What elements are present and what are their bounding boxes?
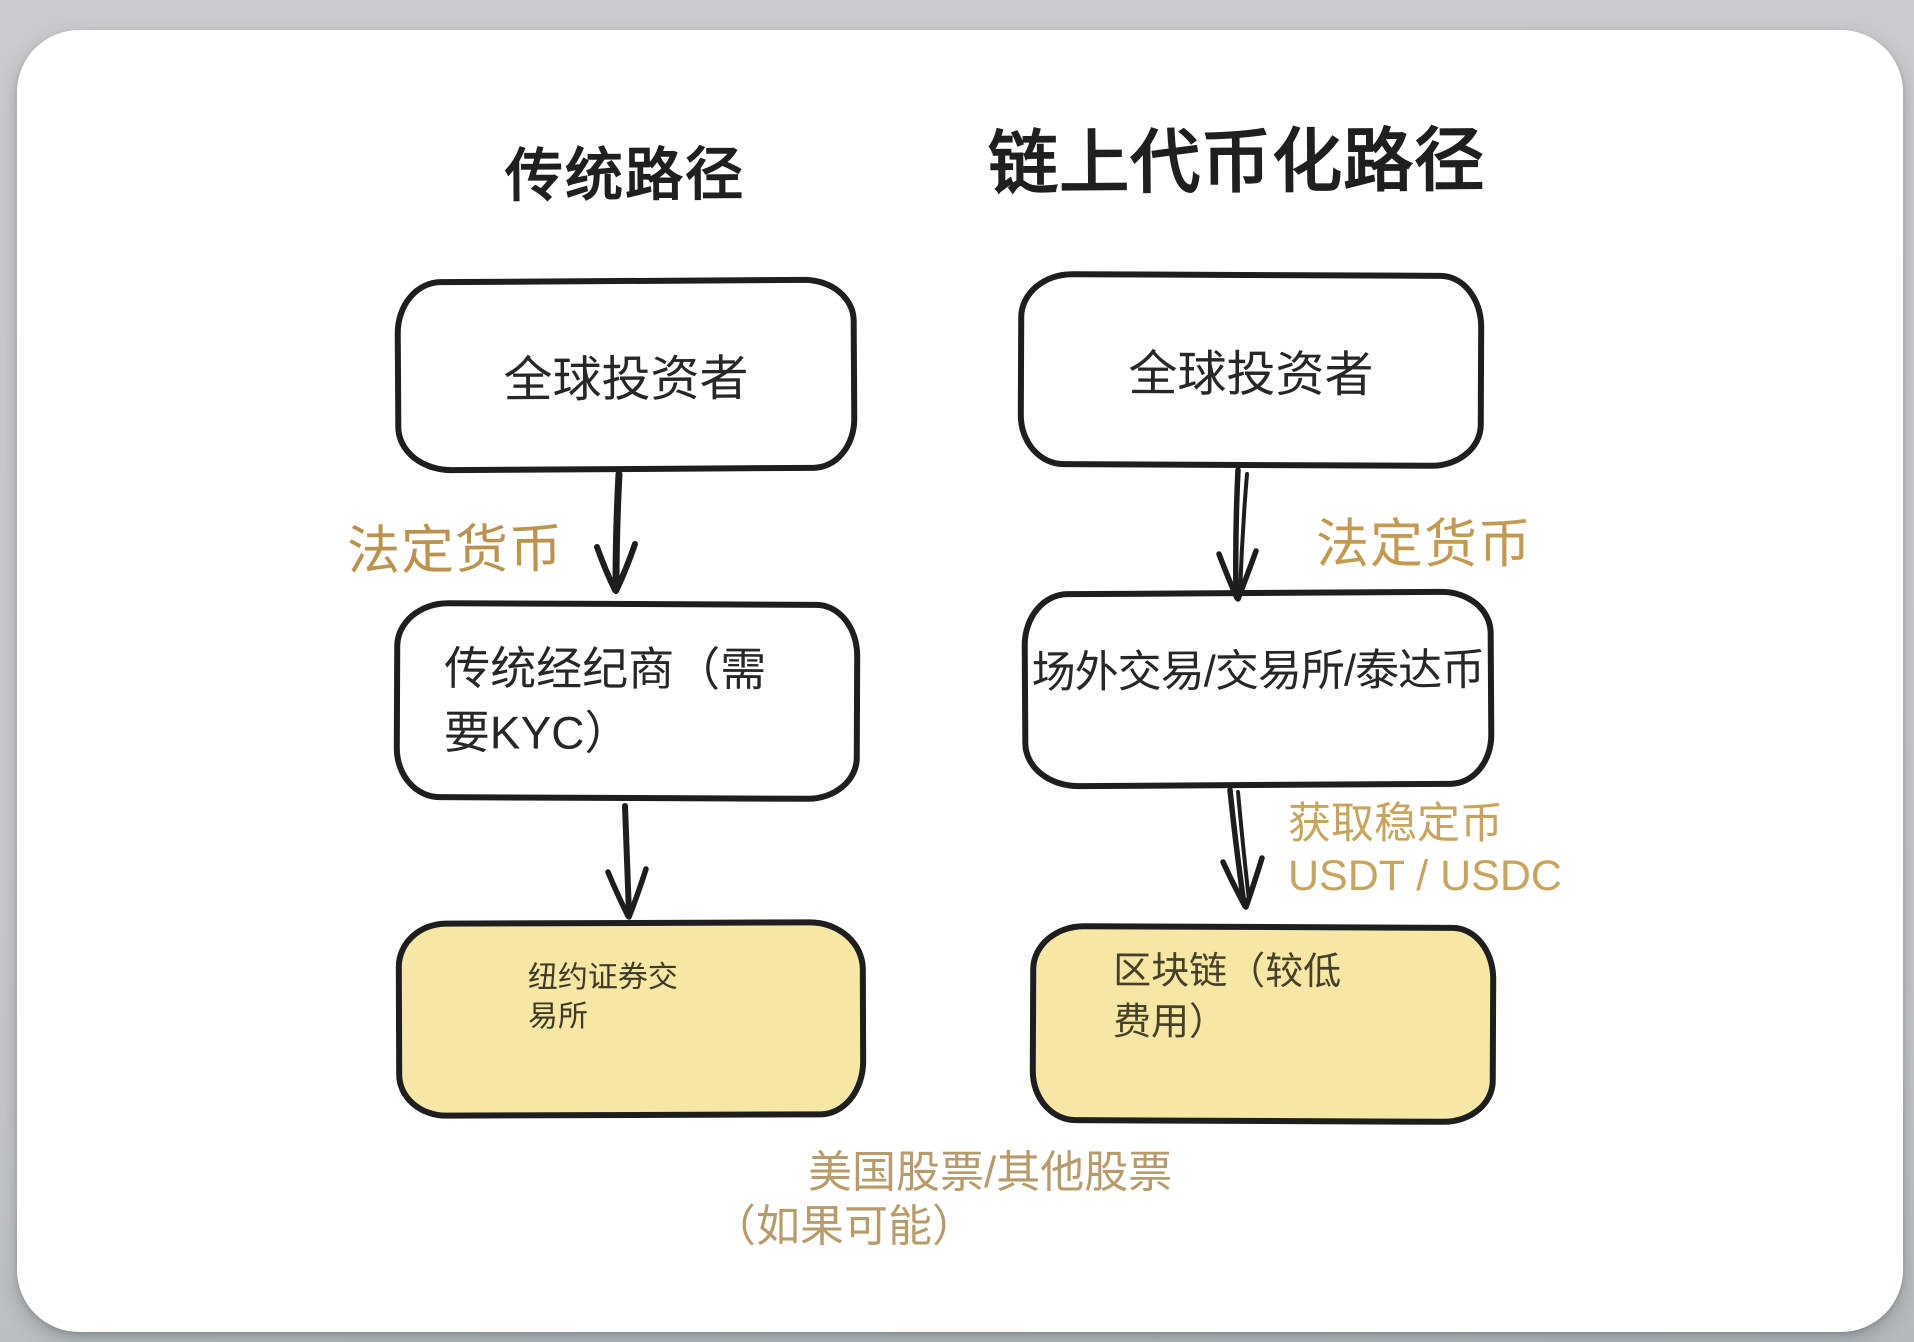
edge-label-stablecoin-line1: 获取稳定币 — [1288, 800, 1503, 848]
edge-label-fiat-traditional: 法定货币 — [346, 519, 564, 582]
node-label-line2: 要KYC） — [443, 706, 631, 760]
node-label: 全球投资者 — [1128, 346, 1374, 403]
node-label: 场外交易/交易所/泰达币 — [1031, 645, 1485, 698]
node-label-line2: 费用） — [1112, 1001, 1228, 1044]
node-blockchain: 区块链（较低 费用） — [1029, 922, 1497, 1126]
node-global-investors-onchain: 全球投资者 — [1017, 270, 1485, 470]
node-otc-exchange-tether: 场外交易/交易所/泰达币 — [1021, 588, 1495, 790]
footnote-us-stocks: 美国股票/其他股票 （如果可能） — [712, 1146, 1172, 1253]
column-title-onchain: 链上代币化路径 — [987, 121, 1486, 203]
node-nyse: 纽约证券交 易所 — [395, 919, 867, 1119]
node-label: 全球投资者 — [503, 351, 749, 408]
node-label-line1: 纽约证券交 — [527, 960, 678, 995]
column-title-traditional: 传统路径 — [504, 142, 746, 209]
edge-label-stablecoin: 获取稳定币 USDT / USDC — [1288, 798, 1562, 903]
node-label-line2: 易所 — [527, 1000, 589, 1034]
footnote-line2: （如果可能） — [712, 1201, 976, 1251]
edge-label-stablecoin-line2: USDT / USDC — [1288, 852, 1562, 901]
diagram-card — [17, 30, 1903, 1332]
node-label-line1: 区块链（较低 — [1113, 950, 1342, 994]
node-traditional-broker: 传统经纪商（需 要KYC） — [393, 599, 861, 803]
edge-label-fiat-onchain: 法定货币 — [1316, 515, 1532, 574]
node-label-line1: 传统经纪商（需 — [444, 641, 767, 696]
footnote-line1: 美国股票/其他股票 — [808, 1148, 1173, 1197]
node-global-investors-traditional: 全球投资者 — [394, 276, 858, 474]
